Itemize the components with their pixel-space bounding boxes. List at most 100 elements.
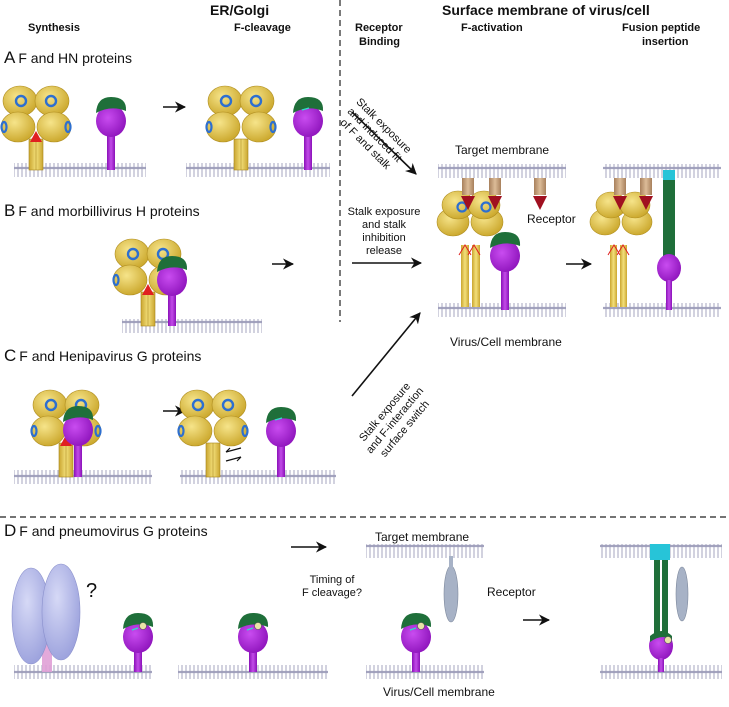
pneumo-g-synthesis (123, 613, 154, 672)
membrane-c-synthesis (14, 470, 152, 484)
attachment-body (238, 621, 268, 653)
pneumo-f-synthesis (11, 563, 81, 672)
f-ring (30, 424, 38, 438)
f-lobe (239, 85, 275, 117)
col-f-activation: F-activation (461, 22, 523, 34)
arrow-d-label-1: Timing of (309, 574, 355, 586)
receptor-1 (461, 178, 475, 210)
receptor-4 (613, 178, 627, 210)
col-fusion-1: Fusion peptide (622, 22, 701, 34)
f-cleavage-site (30, 131, 42, 142)
f-lobe (32, 389, 68, 421)
pneumo-g-cleaved (238, 613, 269, 672)
col-fusion-2: insertion (642, 36, 689, 48)
attachment-stalk (277, 441, 285, 477)
receptor-stalk (534, 178, 546, 195)
col-f-cleavage: F-cleavage (234, 22, 291, 34)
attachment-stalk (134, 647, 142, 672)
row-b-letter: B (4, 201, 16, 220)
receptor-head (461, 196, 475, 210)
attachment-head (238, 613, 269, 629)
receptor-head (533, 196, 547, 210)
section-dividers (0, 0, 729, 518)
attachment-body (293, 105, 323, 137)
f-lobe (34, 85, 70, 117)
attachment-stalk (304, 131, 312, 170)
attachment-body (490, 240, 520, 272)
f-lobe (207, 85, 243, 117)
membrane-d-synthesis (14, 665, 152, 679)
target-membrane-fusion (603, 164, 721, 178)
attachment-body (123, 621, 153, 653)
receptor-stalk (462, 178, 474, 195)
hn-a-cleaved (293, 97, 324, 170)
f-trimer-a-synthesis (0, 85, 72, 171)
membrane-a-cleavage (186, 163, 330, 177)
membranes (14, 163, 722, 679)
row-c-letter: C (4, 346, 17, 365)
binding-site (417, 622, 425, 630)
f-ring (205, 120, 213, 134)
attachment-body (157, 264, 187, 296)
target-membrane-activation (438, 164, 566, 178)
g-c-synthesis (63, 406, 94, 477)
h-b (157, 256, 188, 326)
virus-cell-membrane-d-label: Virus/Cell membrane (383, 685, 495, 699)
fusion-peptide-red (458, 244, 481, 256)
binding-site (254, 622, 262, 630)
f-ring (177, 424, 185, 438)
row-c-text: F and Henipavirus G proteins (19, 348, 202, 364)
f-lobe (211, 389, 247, 421)
attachment-stalk (168, 290, 176, 326)
virus-membrane-d (366, 665, 484, 679)
arrow-b-label-4: release (365, 245, 403, 257)
attachment-head (63, 406, 94, 422)
attachment-body (96, 105, 126, 137)
pneumo-stalk (42, 620, 52, 672)
attachment-stalk (107, 131, 115, 170)
f-ring (44, 398, 58, 412)
virus-membrane-fusion (603, 303, 721, 317)
f-lobe (114, 238, 150, 270)
receptor-2 (488, 178, 502, 210)
f-lobe (179, 389, 215, 421)
receptor-3 (533, 178, 547, 210)
membrane-c-cleavage (180, 470, 336, 484)
receptor-head (488, 196, 502, 210)
receptor-stalk (489, 178, 501, 195)
f-ring (44, 94, 58, 108)
attachment-head (266, 407, 297, 423)
receptor-stalk (640, 178, 652, 195)
arrow-b-label-1: Stalk exposure (347, 206, 421, 218)
attachment-head (123, 613, 154, 629)
arrow-a-activation (351, 111, 417, 175)
f-lobe (2, 85, 38, 117)
attachment-head (157, 256, 188, 272)
attachment-head (293, 97, 324, 113)
col-receptor-binding-1: Receptor (355, 22, 403, 34)
f-cleavage-site (60, 435, 72, 446)
post-fusion-stalk (663, 178, 675, 260)
attachment-body (266, 415, 296, 447)
receptor-d (443, 556, 459, 623)
header-er-golgi: ER/Golgi (210, 2, 270, 18)
arrow-b-label-3: inhibition (362, 232, 406, 244)
pneumo-g-target (401, 613, 432, 672)
f-activated-prefusion (436, 190, 504, 307)
hn-a-synthesis (96, 97, 127, 170)
f-post-fusion-d (649, 544, 689, 672)
membrane-b (122, 319, 262, 333)
f-trimer-c-cleaved (177, 389, 249, 478)
arrow-d-label: Timing of F cleavage? (297, 574, 367, 600)
f-post-fusion-a (657, 170, 681, 310)
f-ring (64, 120, 72, 134)
f-ring (126, 247, 140, 261)
row-b-text: F and morbillivirus H proteins (18, 203, 200, 219)
arrows (163, 101, 593, 626)
attachment-body (401, 621, 431, 653)
